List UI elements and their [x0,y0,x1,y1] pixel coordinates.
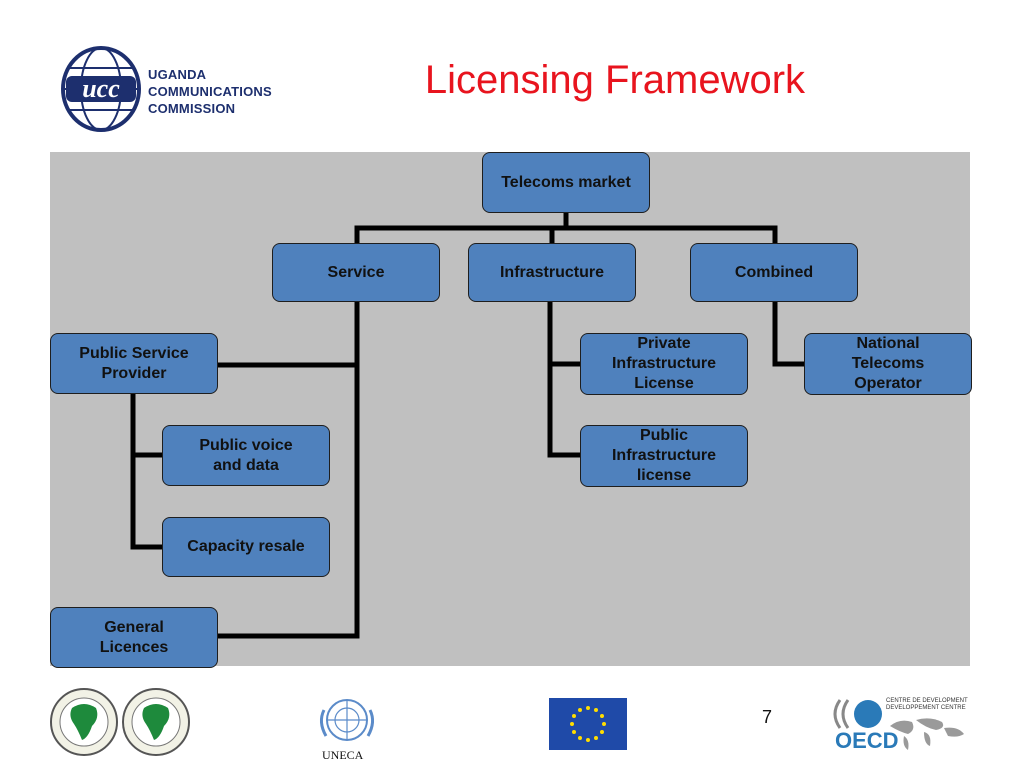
oecd-centre-line-2: DEVELOPPEMENT CENTRE [886,705,966,711]
world-map-icon [890,718,964,750]
page-number: 7 [762,707,773,727]
diagram-panel [50,152,970,666]
oecd-emblem-icon [833,699,882,729]
ucc-logo-text: UGANDA COMMUNICATIONS COMMISSION [148,66,272,117]
node-general-licences[interactable]: General Licences [50,607,218,668]
node-combined[interactable]: Combined [690,243,858,302]
node-label: Service [327,263,385,281]
logo-line-2: COMMUNICATIONS [148,84,272,99]
ucc-logo: ucc [60,46,142,132]
oecd-centre-text: CENTRE DE DEVELOPMENT DEVELOPPEMENT CENT… [886,698,968,712]
node-capacity-resale[interactable]: Capacity resale [162,517,330,577]
node-label: Combined [734,263,814,281]
node-service[interactable]: Service [272,243,440,302]
node-label: Public Service Provider [79,344,189,382]
node-label: National Telecoms Operator [851,335,925,392]
un-emblem-icon [319,699,375,741]
oecd-centre-line-1: CENTRE DE DEVELOPMENT [886,698,968,704]
node-infrastructure[interactable]: Infrastructure [468,243,636,302]
node-private-infrastructure-license[interactable]: Private Infrastructure License [580,333,748,395]
oecd-label: OECD [835,728,899,753]
node-label: Telecoms market [501,173,631,191]
node-label: Private Infrastructure License [611,335,717,392]
ucc-monogram: ucc [82,74,120,103]
node-label: Public voice and data [199,436,293,474]
node-label: Infrastructure [499,263,605,281]
node-public-service-provider[interactable]: Public Service Provider [50,333,218,394]
node-label: Public Infrastructure license [611,427,717,484]
node-telecoms-market[interactable]: Telecoms market [482,152,650,213]
logo-line-3: COMMISSION [148,101,236,116]
logo-line-1: UGANDA [148,67,207,82]
uneca-label: UNECA [322,748,364,762]
node-label: General Licences [99,618,169,656]
node-public-voice-and-data[interactable]: Public voice and data [162,425,330,486]
afdb-logo [50,688,190,756]
eu-flag-icon [549,698,627,750]
node-national-telecoms-operator[interactable]: National Telecoms Operator [804,333,972,395]
node-public-infrastructure-license[interactable]: Public Infrastructure license [580,425,748,487]
page-title: Licensing Framework [424,58,806,102]
node-label: Capacity resale [187,538,305,555]
ucc-globe-icon [61,46,141,132]
